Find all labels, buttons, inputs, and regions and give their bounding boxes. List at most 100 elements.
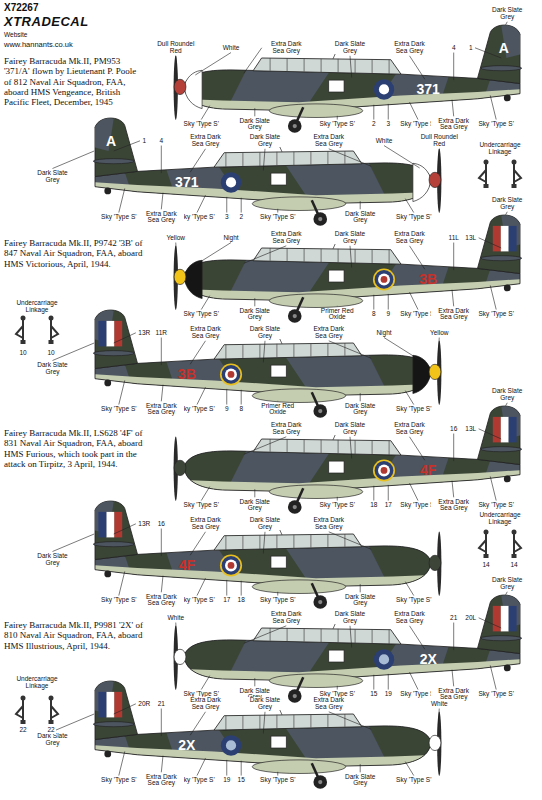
leader-line <box>452 100 454 117</box>
colour-callout: Primer Red Oxide <box>314 308 360 321</box>
inset-label: Undercarriage Linkage <box>472 142 528 156</box>
aircraft-profile <box>174 215 529 323</box>
leader-line <box>373 295 374 310</box>
leader-line <box>388 485 389 501</box>
colour-callout: Sky 'Type S' <box>395 597 432 604</box>
leader-line <box>161 709 162 737</box>
leader-line <box>161 529 162 557</box>
leader-line <box>197 195 206 212</box>
callout-number: 15 <box>369 691 378 698</box>
colour-callout: Sky 'Type S' <box>395 777 432 784</box>
colour-callout: Dark Slate Grey <box>337 774 383 787</box>
leader-line <box>244 246 287 263</box>
website-url: www.hannants.co.uk <box>4 41 73 49</box>
colour-callout: Extra Dark Sea Grey <box>387 422 433 435</box>
colour-callout: Extra Dark Sea Grey <box>138 594 184 607</box>
aircraft-profile <box>174 406 529 514</box>
colour-callout: Sky 'Type S' <box>395 406 432 413</box>
leader-line <box>360 764 361 772</box>
leader-line <box>337 686 338 690</box>
leader-line <box>337 497 338 501</box>
callout-number: 14 <box>481 562 490 569</box>
aircraft-marking: 4F <box>420 463 436 477</box>
leader-line <box>475 48 501 58</box>
leader-line <box>254 298 255 306</box>
leader-line <box>241 390 242 405</box>
leader-line <box>226 760 227 776</box>
colour-callout: Sky 'Type S' <box>259 777 296 784</box>
inset-label: Undercarriage Linkage <box>9 300 65 314</box>
colour-callout: Sky 'Type S' <box>319 502 356 509</box>
leader-line <box>226 197 227 213</box>
leader-line <box>254 108 255 116</box>
callout-number: 1 <box>141 138 147 145</box>
leader-line <box>226 389 227 405</box>
colour-callout: Dark Slate Grey <box>242 326 288 339</box>
leader-line <box>405 391 414 405</box>
callout-number: 21 <box>157 701 166 708</box>
leader-line <box>244 48 262 74</box>
leader-line <box>114 524 136 534</box>
callout-number: 4 <box>451 45 457 52</box>
aircraft-marking: A <box>499 41 509 55</box>
callout-number: 20R <box>137 701 151 708</box>
callout-number: 9 <box>385 311 391 318</box>
leader-line <box>244 437 287 455</box>
leader-line <box>453 243 454 271</box>
leader-line <box>337 305 338 307</box>
aircraft-marking: 371 <box>175 175 198 189</box>
colour-callout: Dark Slate Grey <box>30 553 76 566</box>
leader-line <box>410 292 419 309</box>
leader-line <box>438 338 440 366</box>
leader-line <box>190 149 205 172</box>
aircraft-profile <box>174 595 529 703</box>
colour-callout: Dark Slate Grey <box>30 170 76 183</box>
colour-callout: Sky 'Type S' <box>478 311 515 318</box>
leader-line <box>263 341 265 363</box>
leader-line <box>119 751 125 775</box>
leader-line <box>263 712 265 734</box>
colour-callout: Primer Red Oxide <box>255 403 301 416</box>
callout-number: 3 <box>385 121 391 128</box>
leader-line <box>195 53 231 75</box>
leader-line <box>410 626 425 649</box>
leader-line <box>244 626 287 644</box>
colour-callout: Dark Slate Grey <box>327 422 373 435</box>
leader-line <box>201 106 210 120</box>
callout-number: 13R <box>137 330 151 337</box>
colour-callout: Dark Slate Grey <box>242 697 288 710</box>
leader-line <box>373 486 374 501</box>
colour-callout: Extra Dark Sea Grey <box>387 41 433 54</box>
colour-callout: Night <box>222 235 239 242</box>
leader-line <box>197 578 206 595</box>
leader-line <box>453 434 454 462</box>
leader-line <box>241 198 242 213</box>
leader-line <box>277 209 278 213</box>
colour-callout: Sky 'Type S' <box>100 214 137 221</box>
caption: Fairey Barracuda Mk.II, P9981 '2X' of 81… <box>4 620 144 651</box>
callout-number: 20L <box>464 615 477 622</box>
leader-line <box>329 341 372 359</box>
undercarriage-linkage <box>479 160 521 189</box>
colour-callout: Yellow <box>429 330 450 337</box>
colour-callout: Sky 'Type S' <box>478 121 515 128</box>
leader-line <box>201 296 210 310</box>
colour-callout: Dark Slate Grey <box>242 134 288 147</box>
colour-callout: Extra Dark Sea Grey <box>431 688 477 701</box>
colour-callout: Extra Dark Sea Grey <box>306 517 352 530</box>
leader-line <box>277 400 278 402</box>
callout-number: 9 <box>224 406 230 413</box>
leader-line <box>360 393 361 401</box>
callout-number: 22 <box>18 727 27 734</box>
colour-callout: Sky 'Type S' <box>100 597 137 604</box>
leader-line <box>161 193 163 210</box>
caption: Fairey Barracuda Mk.II, PM953 '371/A' fl… <box>4 56 144 108</box>
colour-callout: Dark Slate Grey <box>232 118 278 131</box>
leader-line <box>405 199 414 213</box>
colour-callout: Sky 'Type S' <box>259 597 296 604</box>
leader-line <box>263 149 265 171</box>
colour-callout: Sky 'Type S' <box>183 502 220 509</box>
callout-number: 13R <box>137 521 151 528</box>
colour-callout: Extra Dark Sea Grey <box>138 211 184 224</box>
